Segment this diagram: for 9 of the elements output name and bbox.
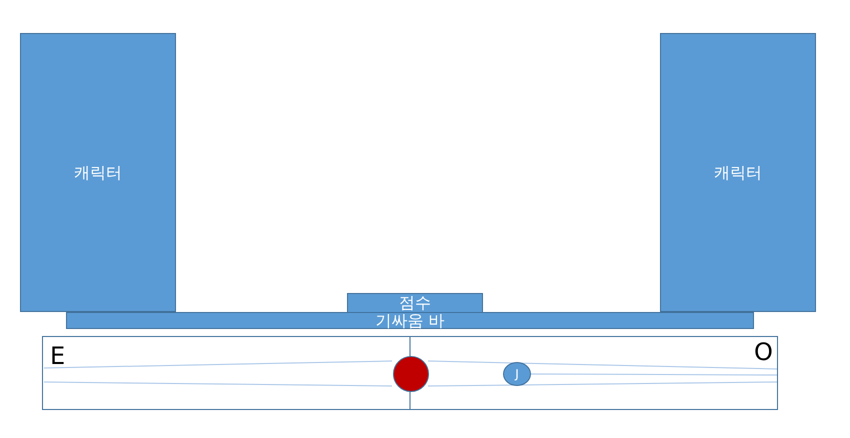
character-box: 캐릭터 [660, 33, 816, 312]
ball-circle [393, 356, 429, 392]
end-label: O [754, 340, 773, 364]
marker-circle: J [503, 362, 531, 386]
score-box: 점수 [347, 293, 483, 313]
tug-bar: 기싸움 바 [66, 312, 754, 329]
character-box: 캐릭터 [20, 33, 176, 312]
end-label: E [50, 344, 66, 368]
panel-frame [42, 336, 778, 410]
